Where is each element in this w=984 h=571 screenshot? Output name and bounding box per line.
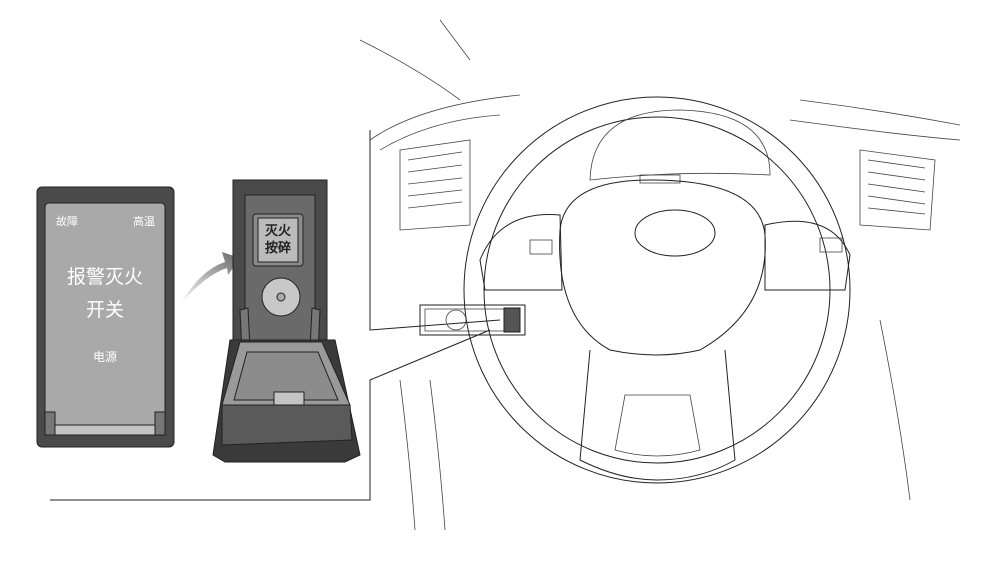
- switch-title-line1: 报警灭火: [67, 266, 143, 288]
- curved-arrow-icon: [180, 252, 240, 305]
- closed-switch-panel: 故障 高温 报警灭火 开关 电源: [36, 186, 175, 448]
- fault-label: 故障: [56, 214, 78, 228]
- open-switch-cover: 灭火 按碎: [212, 179, 361, 463]
- switch-title-line2: 开关: [86, 299, 124, 321]
- power-label: 电源: [93, 350, 117, 364]
- high-temp-label: 高温: [133, 214, 155, 228]
- callout-lines: [50, 130, 501, 501]
- break-label-line1: 灭火: [264, 224, 292, 239]
- switch-location-marker: [419, 304, 526, 336]
- steering-wheel-illustration: [359, 19, 961, 531]
- break-label-line2: 按碎: [265, 240, 291, 256]
